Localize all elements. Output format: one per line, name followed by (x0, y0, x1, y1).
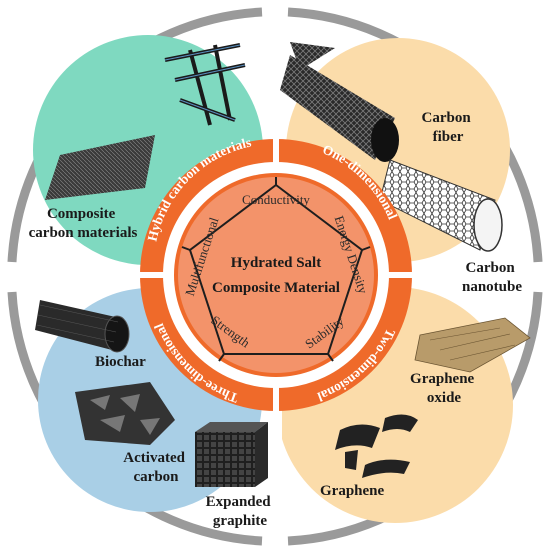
pentagon-vertex-marks (181, 177, 371, 362)
center-disc (178, 177, 374, 373)
biochar-illustration (35, 300, 130, 353)
label-carbon-fiber: Carbon fiber (422, 110, 475, 145)
carbon-fiber-illustration (280, 42, 399, 162)
label-graphene: Graphene (320, 483, 385, 499)
label-carbon-nanotube: Carbon nanotube (462, 260, 522, 295)
graphene-oxide-illustration (414, 317, 531, 373)
expanded-graphite-illustration (195, 422, 268, 487)
label-graphene-oxide: Graphene oxide (410, 371, 478, 406)
label-biochar: Biochar (95, 354, 146, 370)
property-pentagon (188, 183, 364, 355)
center-title-line2: Composite Material (212, 280, 340, 296)
carbon-nanotube-illustration (379, 159, 503, 252)
property-conductivity: Conductivity (242, 192, 310, 207)
center-title-line1: Hydrated Salt (231, 255, 321, 271)
label-activated-carbon: Activated carbon (123, 450, 188, 485)
composite-carbon-illustration (45, 43, 246, 200)
graphene-illustration (335, 414, 418, 478)
label-expanded-graphite: Expanded graphite (206, 494, 275, 529)
label-composite-carbon: Composite carbon materials (29, 206, 138, 241)
activated-carbon-illustration (75, 382, 175, 445)
ring-dividers (140, 139, 412, 411)
